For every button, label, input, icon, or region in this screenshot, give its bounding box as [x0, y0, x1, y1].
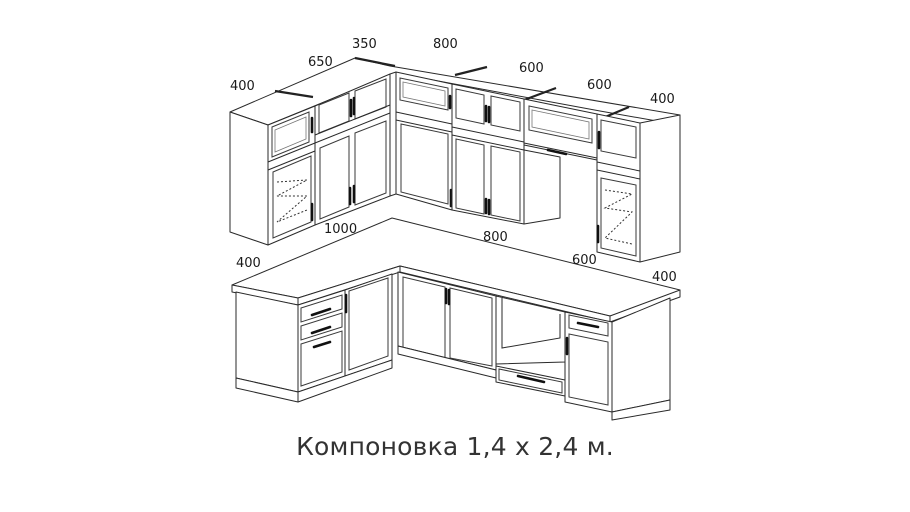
dimension-upper-left-wall: 650	[308, 55, 333, 70]
dimension-base-left-depth: 400	[236, 256, 261, 271]
dimension-base-back-600: 600	[572, 253, 597, 268]
dimension-base-left-wall: 1000	[324, 222, 358, 237]
dimension-base-back-800: 800	[483, 230, 508, 245]
dimension-upper-back-800: 800	[433, 37, 458, 52]
dimension-upper-corner: 350	[352, 37, 377, 52]
dimension-upper-back-600a: 600	[519, 61, 544, 76]
layout-caption: Компоновка 1,4 х 2,4 м.	[296, 432, 614, 461]
dimension-upper-right-depth: 400	[650, 92, 675, 107]
dimension-base-right-depth: 400	[652, 270, 677, 285]
dimension-upper-left-depth: 400	[230, 79, 255, 94]
dimension-upper-back-600b: 600	[587, 78, 612, 93]
upper-cabinets	[229, 56, 681, 263]
base-cabinets	[231, 217, 681, 421]
